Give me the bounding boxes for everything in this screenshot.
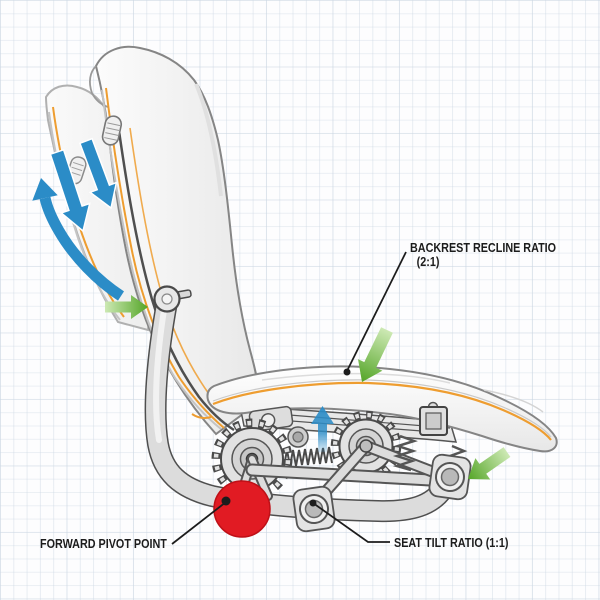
backrest-recline-pointer-dot <box>343 368 351 376</box>
seat-tilt-pointer-dot <box>309 499 317 507</box>
seat-piping <box>212 381 552 441</box>
rear-roller <box>292 485 336 533</box>
recline-down-arrow-icon <box>49 148 91 233</box>
frame-tube <box>144 285 454 523</box>
forward-pivot-marker <box>213 480 271 538</box>
recline-curved-arrow-icon <box>39 196 125 301</box>
seat-mechanism <box>211 401 472 533</box>
front-roller <box>428 453 472 501</box>
backrest-recline-label: BACKREST RECLINE RATIO (2:1) <box>410 241 556 269</box>
seat-green-arrow-icon <box>358 327 393 382</box>
seat-tilt-pointer-line <box>312 502 390 543</box>
backrest-recline-pointer-line <box>346 251 407 372</box>
pivot-green-arrow-icon <box>105 295 148 319</box>
lumbar-knob <box>101 115 123 146</box>
spring-box-bracket <box>419 401 448 436</box>
recline-curved-arrowhead-icon <box>32 178 58 201</box>
seat-tilt-label-text: SEAT TILT RATIO (1:1) <box>394 535 509 550</box>
backrest-motion-arrows <box>32 137 125 301</box>
upright-backrest <box>89 45 261 436</box>
forward-pivot-label: FORWARD PIVOT POINT <box>40 537 167 551</box>
seat-tilt-label: SEAT TILT RATIO (1:1) <box>394 536 508 550</box>
forward-pivot-pointer-dot <box>221 496 231 506</box>
forward-pivot-pointer-line <box>171 501 227 545</box>
seat-lift-arrow-icon <box>311 406 334 452</box>
pointer-lines <box>171 251 407 545</box>
front-green-arrow-icon <box>468 447 511 480</box>
backrest-recline-ratio: (2:1) <box>416 254 440 269</box>
recline-down-arrow-icon <box>78 137 118 210</box>
forward-pivot-label-text: FORWARD PIVOT POINT <box>40 536 167 551</box>
coil-spring <box>283 446 333 467</box>
backrest-recline-label-text: BACKREST RECLINE RATIO <box>410 240 557 255</box>
